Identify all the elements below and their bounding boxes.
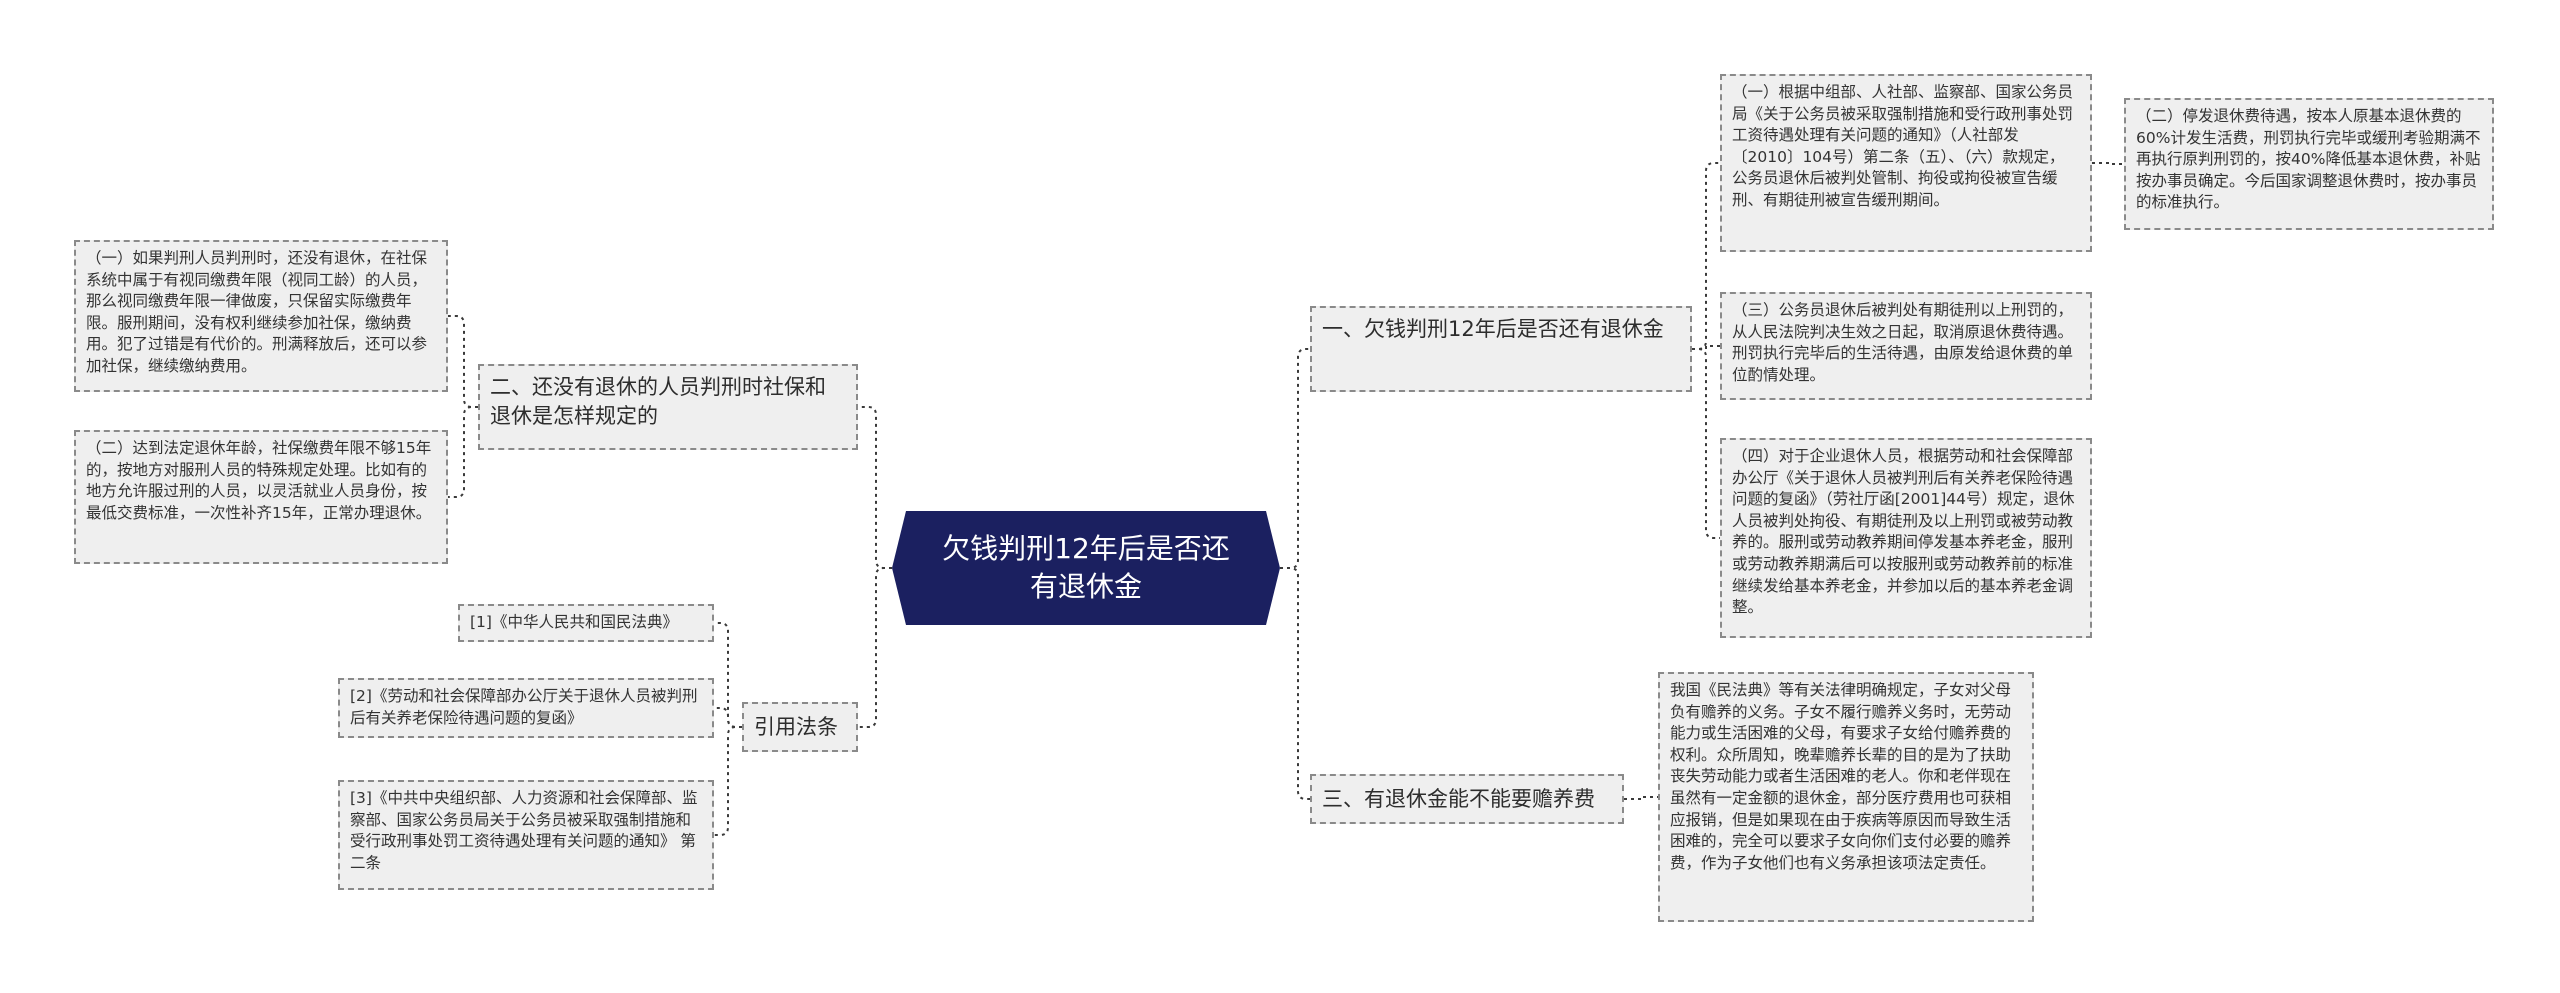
connector-line <box>714 622 742 728</box>
leaf-deemed-contribution[interactable]: （一）如果判刑人员判刑时，还没有退休，在社保系统中属于有视同缴费年限（视同工龄）… <box>74 240 448 392</box>
connector-line <box>714 726 742 836</box>
branch-pension-after-sentence[interactable]: 一、欠钱判刑12年后是否还有退休金 <box>1310 306 1692 392</box>
connector-line <box>1624 796 1658 800</box>
leaf-retirement-age[interactable]: （二）达到法定退休年龄，社保缴费年限不够15年的，按地方对服刑人员的特殊规定处理… <box>74 430 448 564</box>
leaf-text: [2]《劳动和社会保障部办公厅关于退休人员被判刑后有关养老保险待遇问题的复函》 <box>350 687 698 727</box>
branch-label: 三、有退休金能不能要赡养费 <box>1322 786 1595 811</box>
branch-label: 引用法条 <box>754 714 838 739</box>
leaf-text: （四）对于企业退休人员，根据劳动和社会保障部办公厅《关于退休人员被判刑后有关养老… <box>1732 447 2075 617</box>
connector-line <box>1280 567 1310 800</box>
leaf-enterprise-retirees[interactable]: （四）对于企业退休人员，根据劳动和社会保障部办公厅《关于退休人员被判刑后有关养老… <box>1720 438 2092 638</box>
connector-line <box>448 406 478 498</box>
leaf-suspend-pension[interactable]: （二）停发退休费待遇，按本人原基本退休费的60%计发生活费，刑罚执行完毕或缓刑考… <box>2124 98 2494 230</box>
leaf-text: [1]《中华人民共和国民法典》 <box>470 613 678 631</box>
leaf-citation-reply-letter[interactable]: [2]《劳动和社会保障部办公厅关于退休人员被判刑后有关养老保险待遇问题的复函》 <box>338 678 714 738</box>
leaf-text: （二）达到法定退休年龄，社保缴费年限不够15年的，按地方对服刑人员的特殊规定处理… <box>86 439 432 522</box>
leaf-text: 我国《民法典》等有关法律明确规定，子女对父母负有赡养的义务。子女不履行赡养义务时… <box>1670 681 2012 872</box>
leaf-text: （二）停发退休费待遇，按本人原基本退休费的60%计发生活费，刑罚执行完毕或缓刑考… <box>2136 107 2481 212</box>
leaf-text: （一）根据中组部、人社部、监察部、国家公务员局《关于公务员被采取强制措施和受行政… <box>1732 83 2074 209</box>
connector-line <box>858 406 892 569</box>
connector-line <box>1692 162 1720 350</box>
branch-label: 二、还没有退休的人员判刑时社保和退休是怎样规定的 <box>490 375 826 428</box>
leaf-fixed-term-imprisonment[interactable]: （三）公务员退休后被判处有期徒刑以上刑罚的，从人民法院判决生效之日起，取消原退休… <box>1720 292 2092 400</box>
connector-line <box>858 567 892 728</box>
leaf-civil-servant-probation[interactable]: （一）根据中组部、人社部、监察部、国家公务员局《关于公务员被采取强制措施和受行政… <box>1720 74 2092 252</box>
branch-alimony[interactable]: 三、有退休金能不能要赡养费 <box>1310 774 1624 824</box>
root-title: 欠钱判刑12年后是否还有退休金 <box>942 532 1230 603</box>
leaf-text: （一）如果判刑人员判刑时，还没有退休，在社保系统中属于有视同缴费年限（视同工龄）… <box>86 249 428 375</box>
leaf-civil-code-alimony[interactable]: 我国《民法典》等有关法律明确规定，子女对父母负有赡养的义务。子女不履行赡养义务时… <box>1658 672 2034 922</box>
connector-line <box>1692 345 1720 350</box>
root-hexagon-shape <box>892 511 1280 625</box>
connector-line <box>448 315 478 408</box>
connector-line <box>714 707 742 728</box>
branch-not-retired-rules[interactable]: 二、还没有退休的人员判刑时社保和退休是怎样规定的 <box>478 364 858 450</box>
connector-line <box>2092 162 2124 165</box>
leaf-text: （三）公务员退休后被判处有期徒刑以上刑罚的，从人民法院判决生效之日起，取消原退休… <box>1732 301 2074 384</box>
branch-label: 一、欠钱判刑12年后是否还有退休金 <box>1322 317 1664 341</box>
connector-line <box>1692 348 1720 539</box>
root-topic[interactable]: 欠钱判刑12年后是否还有退休金 <box>892 511 1280 625</box>
leaf-citation-notice[interactable]: [3]《中共中央组织部、人力资源和社会保障部、监察部、国家公务员局关于公务员被采… <box>338 780 714 890</box>
leaf-text: [3]《中共中央组织部、人力资源和社会保障部、监察部、国家公务员局关于公务员被采… <box>350 789 698 872</box>
branch-cited-laws[interactable]: 引用法条 <box>742 702 858 752</box>
connector-line <box>1280 348 1310 569</box>
leaf-citation-civil-code[interactable]: [1]《中华人民共和国民法典》 <box>458 604 714 642</box>
